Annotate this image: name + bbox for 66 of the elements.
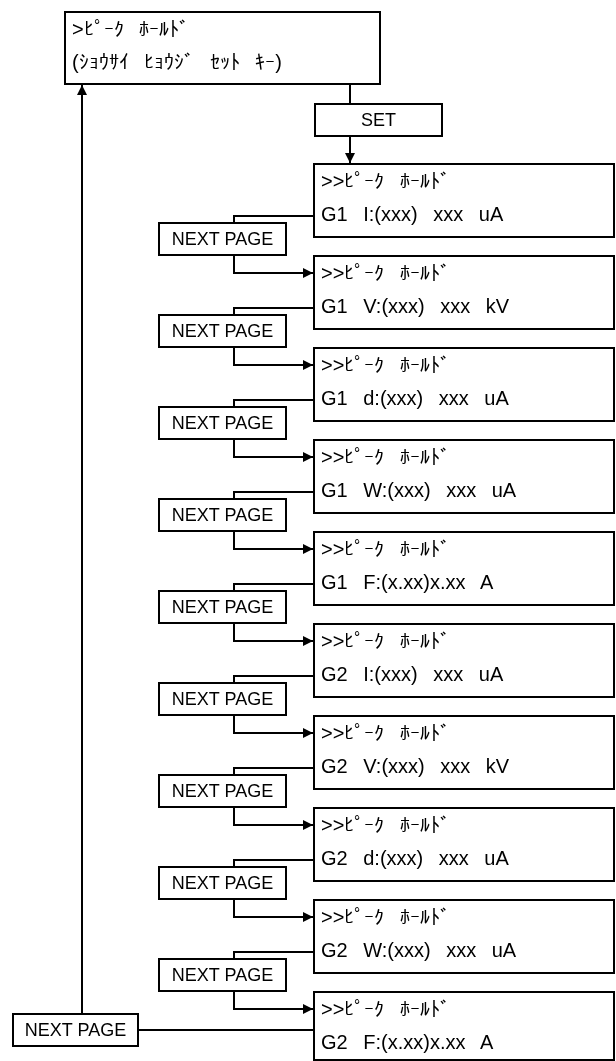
screen-box [313,715,615,790]
screen-text: >>ﾋﾟｰｸ ﾎｰﾙﾄﾞ [321,721,450,745]
key-box: NEXT PAGE [158,590,287,624]
screen-box [313,347,615,422]
connector-line [233,215,314,223]
arrow [233,715,314,738]
arrow [233,899,314,922]
connector-line [233,675,314,683]
arrow [233,531,314,554]
screen-box [313,163,615,238]
screen-text: G1 d:(xxx) xxx uA [321,386,509,410]
screen-text: G1 I:(xxx) xxx uA [321,202,504,226]
key-box: SET [314,103,443,137]
key-box: NEXT PAGE [158,314,287,348]
screen-text: >>ﾋﾟｰｸ ﾎｰﾙﾄﾞ [321,813,450,837]
connector-line [233,767,314,775]
screen-text: >>ﾋﾟｰｸ ﾎｰﾙﾄﾞ [321,445,450,469]
screen-text: >>ﾋﾟｰｸ ﾎｰﾙﾄﾞ [321,353,450,377]
screen-box [313,899,615,974]
connector-line [138,1029,314,1031]
screen-text: G1 V:(xxx) xxx kV [321,294,510,318]
screen-text: G2 I:(xxx) xxx uA [321,662,504,686]
connector-line [233,399,314,407]
connector-line [233,951,314,959]
arrow [77,84,87,1014]
screen-text: >>ﾋﾟｰｸ ﾎｰﾙﾄﾞ [321,261,450,285]
screen-text: >>ﾋﾟｰｸ ﾎｰﾙﾄﾞ [321,169,450,193]
screen-box [313,991,615,1061]
connector-line [233,307,314,315]
screen-text: G1 F:(x.xx)x.xx A [321,570,494,594]
screen-text: >ﾋﾟｰｸ ﾎｰﾙﾄﾞ [72,17,190,41]
arrow [233,991,314,1014]
screen-box [313,623,615,698]
screen-text: >>ﾋﾟｰｸ ﾎｰﾙﾄﾞ [321,905,450,929]
screen-text: >>ﾋﾟｰｸ ﾎｰﾙﾄﾞ [321,537,450,561]
key-box: NEXT PAGE [158,498,287,532]
connector-line [349,84,351,104]
arrow [233,255,314,278]
arrow [233,623,314,646]
screen-text: G2 W:(xxx) xxx uA [321,938,517,962]
screen-text: >>ﾋﾟｰｸ ﾎｰﾙﾄﾞ [321,629,450,653]
connector-line [233,491,314,499]
screen-text: G2 F:(x.xx)x.xx A [321,1030,494,1054]
key-box: NEXT PAGE [158,682,287,716]
arrow [345,136,355,164]
screen-box [64,11,381,85]
arrow [233,347,314,370]
screen-text: >>ﾋﾟｰｸ ﾎｰﾙﾄﾞ [321,997,450,1021]
screen-box [313,531,615,606]
screen-box [313,255,615,330]
screen-text: G2 d:(xxx) xxx uA [321,846,509,870]
screen-box [313,439,615,514]
arrow [233,439,314,462]
key-box: NEXT PAGE [158,222,287,256]
screen-text: G1 W:(xxx) xxx uA [321,478,517,502]
key-box: NEXT PAGE [12,1013,139,1047]
connector-line [233,583,314,591]
key-box: NEXT PAGE [158,866,287,900]
screen-text: G2 V:(xxx) xxx kV [321,754,510,778]
arrow [233,807,314,830]
key-box: NEXT PAGE [158,774,287,808]
screen-text: (ｼｮｳｻｲ ﾋｮｳｼﾞ ｾｯﾄ ｷｰ) [72,50,282,74]
key-box: NEXT PAGE [158,958,287,992]
connector-line [233,859,314,867]
key-box: NEXT PAGE [158,406,287,440]
screen-box [313,807,615,882]
